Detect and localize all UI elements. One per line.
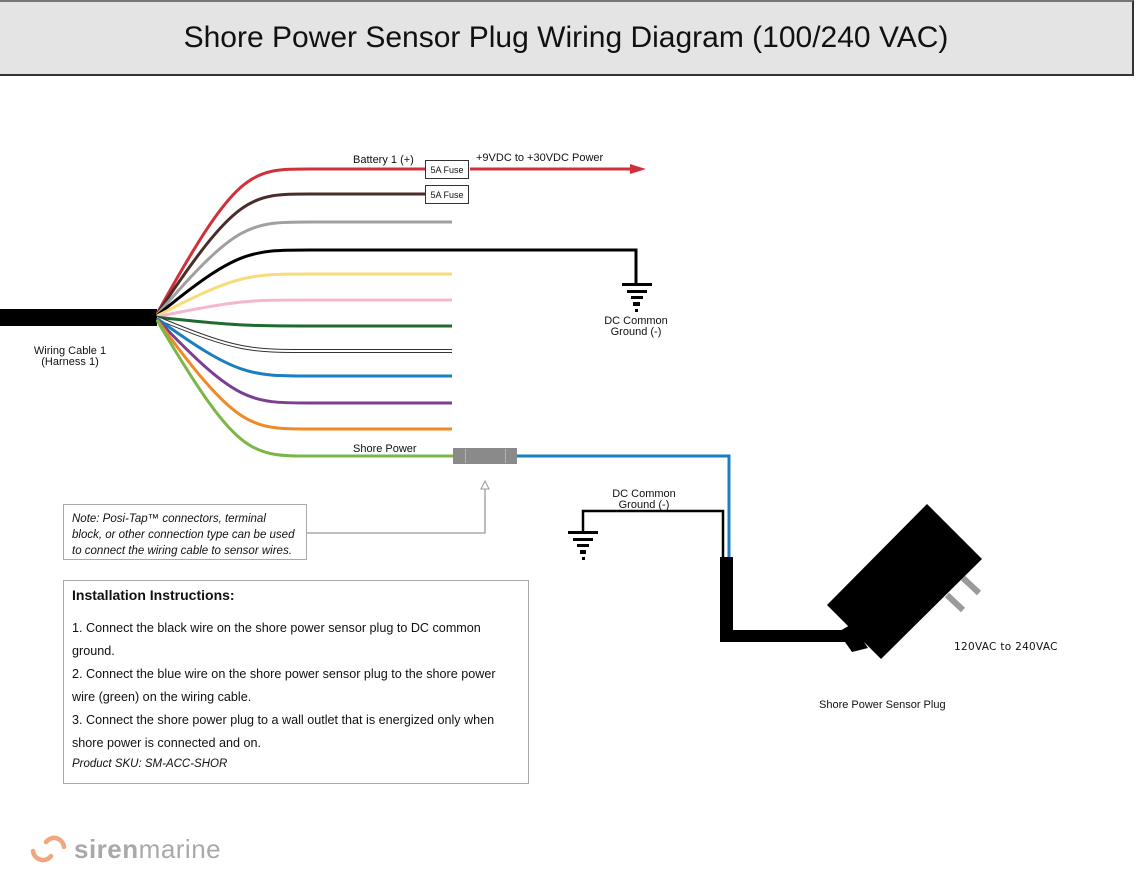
logo-word-light: marine [138, 834, 222, 864]
ground-label-top: DC Common Ground (-) [586, 316, 686, 338]
wire-blue [156, 317, 452, 378]
note-leader-line [307, 487, 486, 534]
cable-label-line2: (Harness 1) [41, 356, 99, 368]
fuse-2: 5A Fuse [425, 185, 469, 204]
ground-label-bottom-line1: DC Common [612, 488, 676, 500]
wire-group [155, 167, 453, 458]
installation-instructions: Installation Instructions: 1. Connect th… [63, 580, 529, 784]
plug-name-label: Shore Power Sensor Plug [819, 699, 946, 711]
logo-wordmark: sirenmarine [74, 834, 221, 865]
siren-marine-logo: sirenmarine [30, 834, 221, 865]
product-sku: Product SKU: SM-ACC-SHOR [72, 758, 228, 770]
inline-connector [453, 448, 517, 464]
fuse-1: 5A Fuse [425, 160, 469, 179]
logo-word-bold: siren [74, 834, 139, 864]
wiring-cable [0, 309, 157, 326]
cable-label: Wiring Cable 1 (Harness 1) [20, 346, 120, 368]
wire-black [156, 248, 452, 317]
wire-dark-green [156, 315, 452, 328]
note-box: Note: Posi-Tap™ connectors, terminal blo… [63, 504, 307, 560]
ground-label-bottom-line2: Ground (-) [618, 499, 670, 511]
instruction-step-1: 1. Connect the black wire on the shore p… [72, 621, 481, 658]
plug-cable [720, 557, 850, 642]
battery-label: Battery 1 (+) [353, 154, 414, 166]
ground-label-top-line2: Ground (-) [610, 326, 662, 338]
ground-label-bottom: DC Common Ground (-) [594, 489, 694, 511]
plug-voltage-label: 120VAC to 240VAC [954, 641, 1058, 653]
wire-gray [155, 220, 452, 316]
shore-power-label: Shore Power [353, 443, 417, 455]
wire-light-green [155, 319, 453, 458]
ground-symbol-bottom-icon [568, 531, 598, 560]
power-arrow-icon [630, 164, 646, 174]
title-banner: Shore Power Sensor Plug Wiring Diagram (… [0, 0, 1134, 76]
power-range-label: +9VDC to +30VDC Power [476, 152, 604, 164]
instruction-step-2: 2. Connect the blue wire on the shore po… [72, 667, 496, 704]
ground-label-top-line1: DC Common [604, 315, 668, 327]
wire-purple [155, 318, 452, 405]
siren-marine-logo-icon [30, 835, 67, 863]
wire-yellow [156, 272, 452, 318]
wire-orange [155, 318, 452, 431]
ground-symbol-icon [622, 283, 652, 312]
wire-brown [155, 192, 425, 316]
instructions-title: Installation Instructions: [72, 587, 235, 603]
instruction-step-3: 3. Connect the shore power plug to a wal… [72, 713, 495, 750]
shore-power-plug-icon [827, 504, 982, 659]
page-title: Shore Power Sensor Plug Wiring Diagram (… [183, 21, 949, 54]
ground-wire-bottom [581, 509, 725, 558]
wire-pink [156, 298, 452, 319]
cable-label-line1: Wiring Cable 1 [33, 345, 107, 357]
note-arrow-icon [480, 479, 490, 490]
wire-red [155, 167, 425, 315]
wire-white [156, 316, 452, 352]
sensor-blue-wire [517, 454, 731, 558]
ground-wire-top [452, 248, 638, 283]
